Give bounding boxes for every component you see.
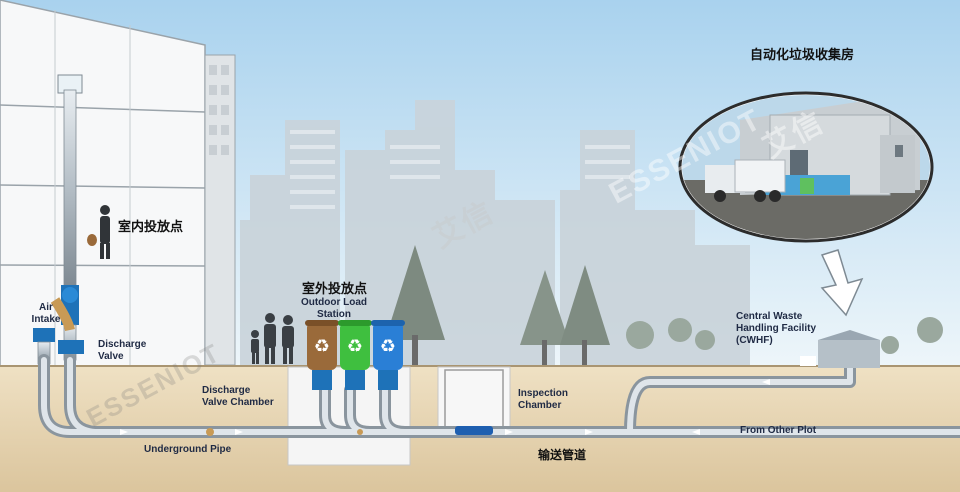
truck-icon bbox=[714, 190, 781, 202]
svg-text:♻: ♻ bbox=[347, 336, 363, 357]
inspection-hatch bbox=[455, 426, 493, 435]
person-icon bbox=[87, 205, 110, 259]
inspection-chamber-label: Inspection Chamber bbox=[518, 388, 569, 411]
flow-arrows bbox=[120, 379, 770, 435]
people-outdoor bbox=[251, 313, 294, 364]
indoor-chute bbox=[57, 74, 84, 361]
outdoor-load-station-label: Outdoor Load Station bbox=[300, 297, 368, 320]
building bbox=[0, 0, 236, 371]
transport-pipe-label: 输送管道 bbox=[538, 448, 587, 462]
cwhf-building bbox=[800, 330, 880, 368]
down-arrow-icon bbox=[820, 249, 864, 317]
outdoor-point-label: 室外投放点 bbox=[302, 282, 368, 297]
trees bbox=[385, 245, 943, 365]
recycle-icon: ♻ ♻ ♻ bbox=[314, 336, 396, 357]
air-intake-label: Air Intake bbox=[31, 302, 61, 325]
svg-text:♻: ♻ bbox=[380, 336, 396, 357]
indoor-point-label: 室内投放点 bbox=[118, 220, 184, 235]
underground-pipe-label: Underground Pipe bbox=[144, 444, 232, 455]
from-other-plot-label: From Other Plot bbox=[740, 425, 817, 436]
outdoor-bins bbox=[305, 320, 405, 390]
collection-house-label: 自动化垃圾收集房 bbox=[750, 48, 855, 63]
svg-text:♻: ♻ bbox=[314, 336, 330, 357]
discharge-valve-label: Discharge Valve bbox=[98, 339, 147, 362]
discharge-valve-chamber-label: Discharge Valve Chamber bbox=[202, 385, 274, 408]
cwhf-label: Central Waste Handling Facility (CWHF) bbox=[736, 311, 817, 346]
city-windows bbox=[290, 130, 630, 209]
underground-pipe-highlight bbox=[41, 357, 960, 435]
inspection-chamber bbox=[437, 366, 511, 438]
